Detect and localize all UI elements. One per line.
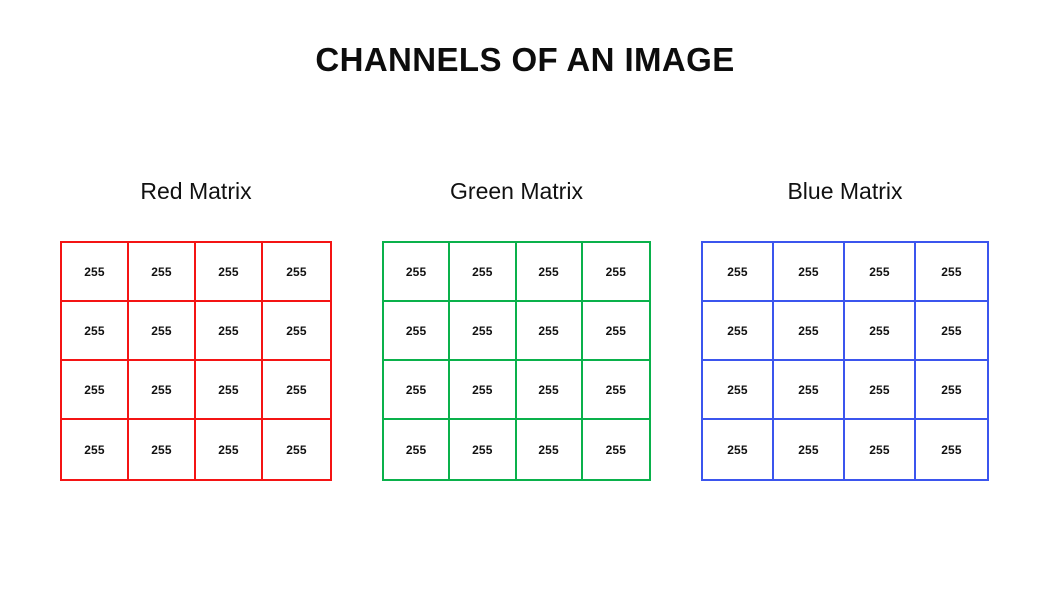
matrix-cell: 255 (129, 420, 196, 479)
matrix-cell: 255 (450, 302, 517, 361)
matrix-cell: 255 (516, 420, 583, 479)
matrix-cell: 255 (845, 302, 916, 361)
matrix-cell: 255 (916, 302, 987, 361)
matrix-cell: 255 (450, 361, 517, 420)
matrix-cell: 255 (916, 420, 987, 479)
matrix-cell: 255 (263, 361, 330, 420)
matrix-cell: 255 (129, 302, 196, 361)
page-title: CHANNELS OF AN IMAGE (315, 41, 735, 78)
matrix-cell: 255 (384, 361, 451, 420)
matrix-cell: 255 (196, 243, 263, 302)
matrix-cell: 255 (129, 361, 196, 420)
matrix-cell: 255 (129, 243, 196, 302)
matrix-cell: 255 (450, 420, 517, 479)
matrix-cell: 255 (516, 361, 583, 420)
matrix-cell: 255 (916, 243, 987, 302)
matrix-cell: 255 (916, 361, 987, 420)
matrix-cell: 255 (62, 302, 129, 361)
matrix-cell: 255 (774, 302, 845, 361)
matrix-cell: 255 (196, 361, 263, 420)
matrix-cell: 255 (774, 243, 845, 302)
matrix-cell: 255 (703, 302, 774, 361)
matrix-cell: 255 (62, 420, 129, 479)
matrix-cell: 255 (384, 243, 451, 302)
matrix-label-blue: Blue Matrix (787, 178, 903, 204)
matrix-cell: 255 (582, 361, 649, 420)
matrix-cell: 255 (196, 420, 263, 479)
matrix-cell: 255 (703, 420, 774, 479)
matrix-cell: 255 (62, 243, 129, 302)
matrix-cell: 255 (384, 302, 451, 361)
matrix-cell: 255 (450, 243, 517, 302)
matrix-label-red: Red Matrix (140, 178, 252, 204)
matrix-cell: 255 (196, 302, 263, 361)
matrix-cell: 255 (263, 420, 330, 479)
matrix-cell: 255 (774, 420, 845, 479)
matrix-cell: 255 (516, 243, 583, 302)
matrix-cell: 255 (384, 420, 451, 479)
matrix-cell: 255 (845, 243, 916, 302)
matrix-cell: 255 (845, 420, 916, 479)
matrix-cell: 255 (582, 243, 649, 302)
matrix-cell: 255 (774, 361, 845, 420)
matrix-cell: 255 (845, 361, 916, 420)
matrix-label-green: Green Matrix (450, 178, 583, 204)
matrix-cell: 255 (263, 243, 330, 302)
matrix-cell: 255 (582, 420, 649, 479)
matrix-cell: 255 (516, 302, 583, 361)
matrix-cell: 255 (263, 302, 330, 361)
matrix-cell: 255 (703, 243, 774, 302)
matrix-cell: 255 (703, 361, 774, 420)
matrix-cell: 255 (62, 361, 129, 420)
matrix-cell: 255 (582, 302, 649, 361)
